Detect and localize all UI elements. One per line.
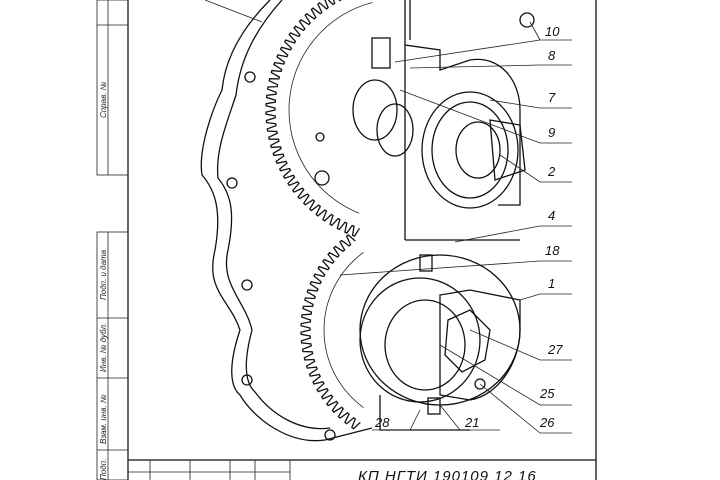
lower-gear-rim [323,252,364,408]
stamp-sign-date: Подп. и дата [99,249,108,300]
leader-lines [204,0,572,434]
gearbox-housing [200,0,373,442]
callout-2: 2 [547,164,556,179]
side-stamp: Справ. № Подп. и дата Инв. № дубл. Взам.… [96,0,129,480]
callout-1: 1 [548,276,555,291]
callout-28: 28 [374,415,390,430]
callout-10: 10 [545,24,560,39]
upper-gear-rim [288,2,373,214]
gears [265,0,373,430]
callout-9: 9 [548,125,555,140]
callout-27: 27 [547,342,563,357]
upper-gear [265,0,361,237]
callout-18: 18 [545,243,560,258]
drawing-frame [127,0,597,480]
callout-7: 7 [548,90,556,105]
drawing-title-code: КП НГТИ 190109 12 16 [358,468,537,480]
stamp-ref-number: Справ. № [99,81,108,118]
lower-gear [300,234,361,430]
callout-26: 26 [539,415,555,430]
callout-25: 25 [539,386,555,401]
stamp-sign: Подп. [99,459,108,480]
callout-21: 21 [464,415,479,430]
stamp-dup-inv: Инв. № дубл. [99,323,108,372]
lower-shaft-assembly [359,254,521,431]
callout-4: 4 [548,208,555,223]
callout-8: 8 [548,48,556,63]
upper-shaft-assembly [352,0,535,241]
stamp-replace-inv: Взам. инв. № [99,394,108,444]
callout-labels: 10 8 7 9 2 4 18 1 27 25 26 28 21 [374,24,563,430]
